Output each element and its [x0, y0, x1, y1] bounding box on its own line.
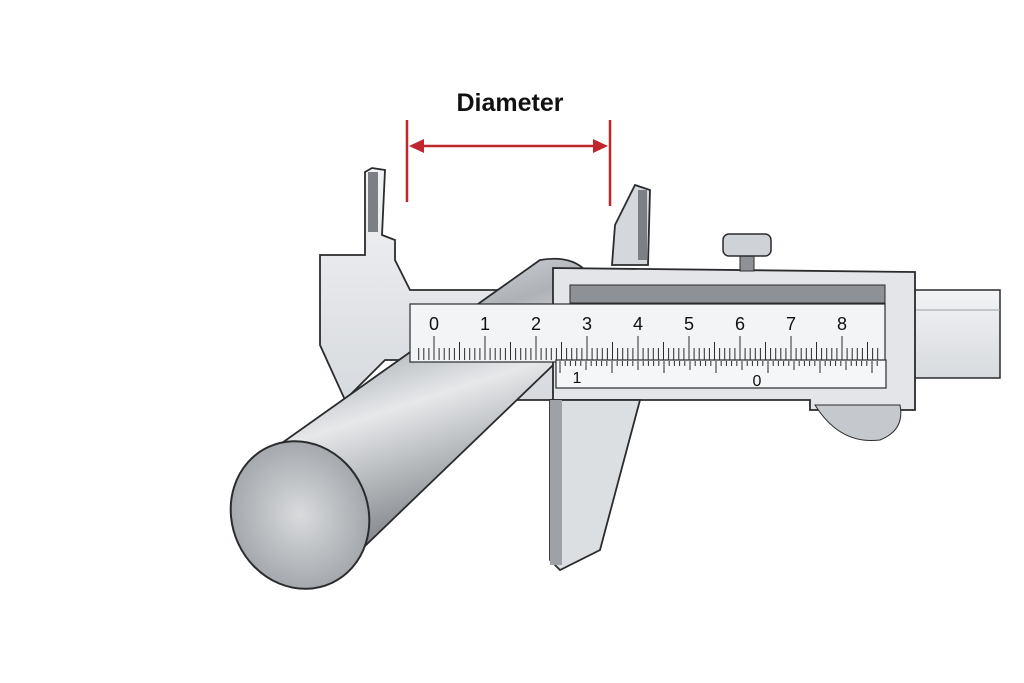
vernier-label-0: 0	[753, 373, 762, 390]
main-scale-label-6: 6	[735, 314, 745, 334]
locking-screw[interactable]	[722, 233, 772, 272]
main-scale-label-5: 5	[684, 314, 694, 334]
main-scale-label-0: 0	[429, 314, 439, 334]
main-scale-label-7: 7	[786, 314, 796, 334]
main-scale-label-1: 1	[480, 314, 490, 334]
arrowhead-right	[593, 139, 608, 153]
slider-top-rail	[569, 284, 886, 304]
thumb-wheel	[814, 404, 902, 442]
main-scale-label-2: 2	[531, 314, 541, 334]
main-scale-label-4: 4	[633, 314, 643, 334]
diameter-annotation: Diameter	[405, 89, 612, 206]
moving-outside-jaw	[549, 399, 642, 572]
diameter-label: Diameter	[457, 89, 564, 117]
main-scale-label-8: 8	[837, 314, 847, 334]
moving-inside-jaw-edge	[638, 190, 647, 260]
main-scale-label-3: 3	[582, 314, 592, 334]
cylinder-end-face	[229, 440, 371, 590]
moving-jaw-face	[550, 400, 562, 565]
vernier-label-1: 1	[573, 370, 582, 387]
main-scale-ticks	[418, 336, 879, 360]
fixed-inside-jaw-edge	[368, 172, 378, 232]
arrowhead-left	[409, 139, 424, 153]
main-scale-labels: 0 1 2 3 4 5 6 7 8	[429, 314, 847, 334]
vernier-scale-ticks	[559, 361, 878, 373]
